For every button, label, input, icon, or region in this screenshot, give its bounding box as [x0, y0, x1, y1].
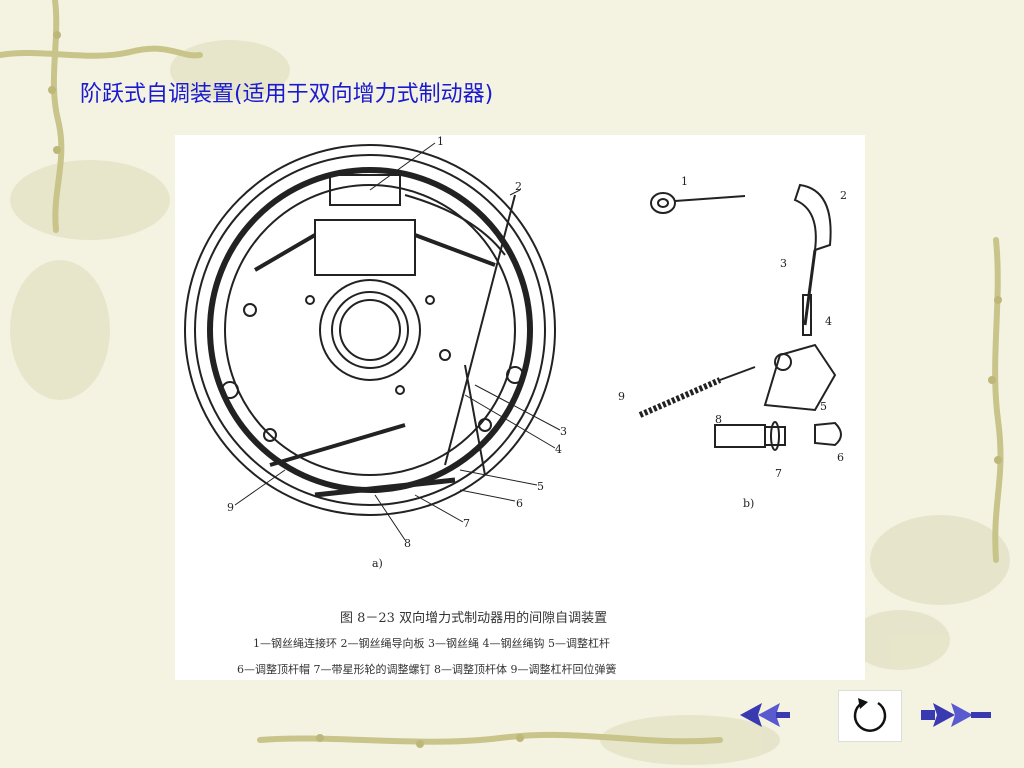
- callout-b-2: 2: [840, 189, 847, 202]
- callout-a-9: 9: [227, 501, 234, 514]
- callout-b-6: 6: [837, 451, 844, 464]
- part-b-label: b): [743, 497, 754, 510]
- callout-a-7: 7: [463, 517, 470, 530]
- brake-diagram-figure: 1 2 3 4 5 6 7 8 9 a) 1 2 3 4 5 6 7 8 9 b…: [175, 135, 865, 680]
- return-button[interactable]: [838, 690, 902, 742]
- part-a-label: a): [372, 557, 383, 570]
- next-slide-button[interactable]: [916, 690, 998, 740]
- previous-slide-button[interactable]: [736, 690, 792, 740]
- figure-caption-line2: 6—调整顶杆帽 7—带星形轮的调整螺钉 8—调整顶杆体 9—调整杠杆回位弹簧: [237, 663, 617, 676]
- figure-caption-title: 图 8－23 双向增力式制动器用的间隙自调装置: [340, 611, 608, 626]
- callout-b-8: 8: [715, 413, 722, 426]
- callout-a-2: 2: [515, 180, 522, 193]
- callout-a-6: 6: [516, 497, 523, 510]
- callout-b-7: 7: [775, 467, 782, 480]
- callout-a-4: 4: [555, 443, 562, 456]
- slide-title: 阶跃式自调装置(适用于双向增力式制动器): [80, 82, 494, 107]
- callout-a-1: 1: [437, 135, 444, 148]
- return-circle-icon: [853, 698, 887, 732]
- callout-a-3: 3: [560, 425, 567, 438]
- double-right-arrow-icon: [921, 703, 991, 727]
- figure-caption-line1: 1—钢丝绳连接环 2—钢丝绳导向板 3—钢丝绳 4—钢丝绳钩 5—调整杠杆: [253, 637, 610, 650]
- callout-b-4: 4: [825, 315, 832, 328]
- callout-a-8: 8: [404, 537, 411, 550]
- callout-b-9: 9: [618, 390, 625, 403]
- callout-b-3: 3: [780, 257, 787, 270]
- callout-a-5: 5: [537, 480, 544, 493]
- callout-b-5: 5: [820, 400, 827, 413]
- double-left-arrow-icon: [740, 703, 790, 727]
- brake-diagram-drawing: 1 2 3 4 5 6 7 8 9 a) 1 2 3 4 5 6 7 8 9 b…: [184, 135, 847, 570]
- callout-b-1: 1: [681, 175, 688, 188]
